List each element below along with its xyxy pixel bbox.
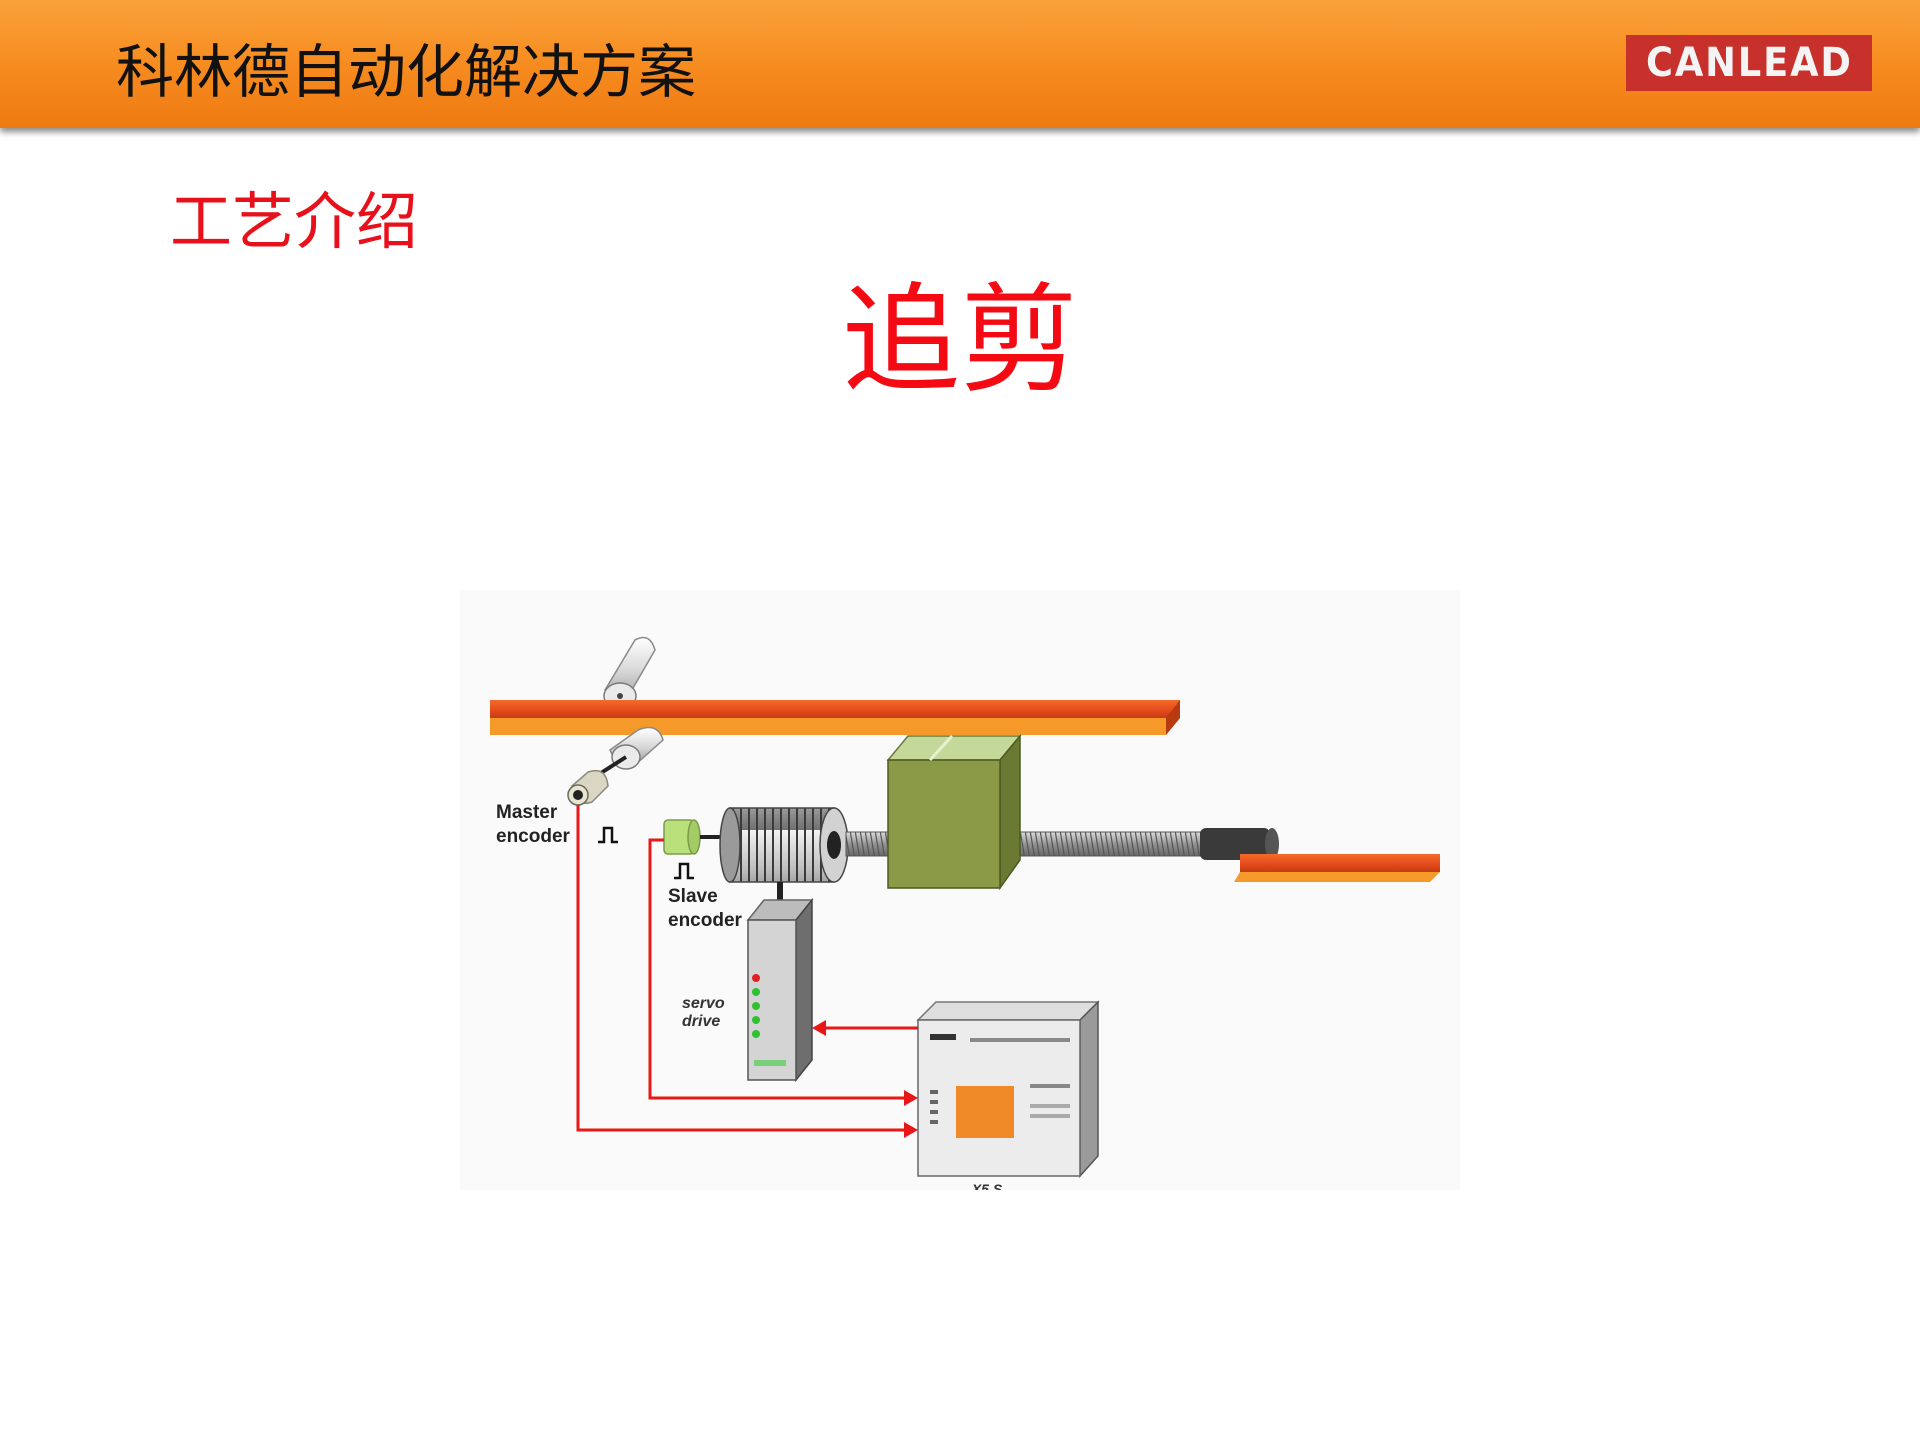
master-encoder-label-1: Master bbox=[496, 802, 558, 823]
master-encoder bbox=[567, 769, 609, 806]
cutter-carriage bbox=[886, 733, 1022, 891]
material-strip-upper bbox=[490, 700, 1180, 735]
plc-controller bbox=[916, 1000, 1100, 1178]
header-bar: 科林德自动化解决方案 CANLEAD bbox=[0, 0, 1920, 128]
header-title: 科林德自动化解决方案 bbox=[116, 38, 697, 106]
top-pinch-roller bbox=[603, 636, 656, 710]
plc-model-label: X5 S bbox=[971, 1181, 1003, 1190]
material-strip-cut bbox=[1234, 854, 1440, 882]
section-label: 工艺介绍 bbox=[170, 185, 419, 258]
main-title: 追剪 bbox=[841, 271, 1078, 409]
servo-drive-label-2: drive bbox=[682, 1013, 720, 1030]
servo-drive bbox=[746, 897, 814, 1083]
slave-encoder-label-1: Slave bbox=[668, 886, 718, 907]
flying-shear-diagram: Master encoder Slave encoder bbox=[460, 590, 1460, 1190]
slave-encoder bbox=[663, 819, 730, 855]
master-pulse-icon bbox=[598, 826, 618, 844]
servo-motor bbox=[719, 807, 849, 950]
slave-encoder-label-2: encoder bbox=[668, 910, 743, 931]
signal-wiring bbox=[576, 805, 918, 1132]
servo-drive-label-1: servo bbox=[682, 995, 725, 1012]
master-encoder-label-2: encoder bbox=[496, 826, 571, 847]
diagram-svg: Master encoder Slave encoder bbox=[490, 636, 1440, 1190]
logo-text: CANLEAD bbox=[1645, 40, 1853, 86]
slave-pulse-icon bbox=[674, 862, 694, 880]
signal-arrows bbox=[812, 1020, 918, 1138]
canlead-logo: CANLEAD bbox=[1626, 35, 1872, 91]
